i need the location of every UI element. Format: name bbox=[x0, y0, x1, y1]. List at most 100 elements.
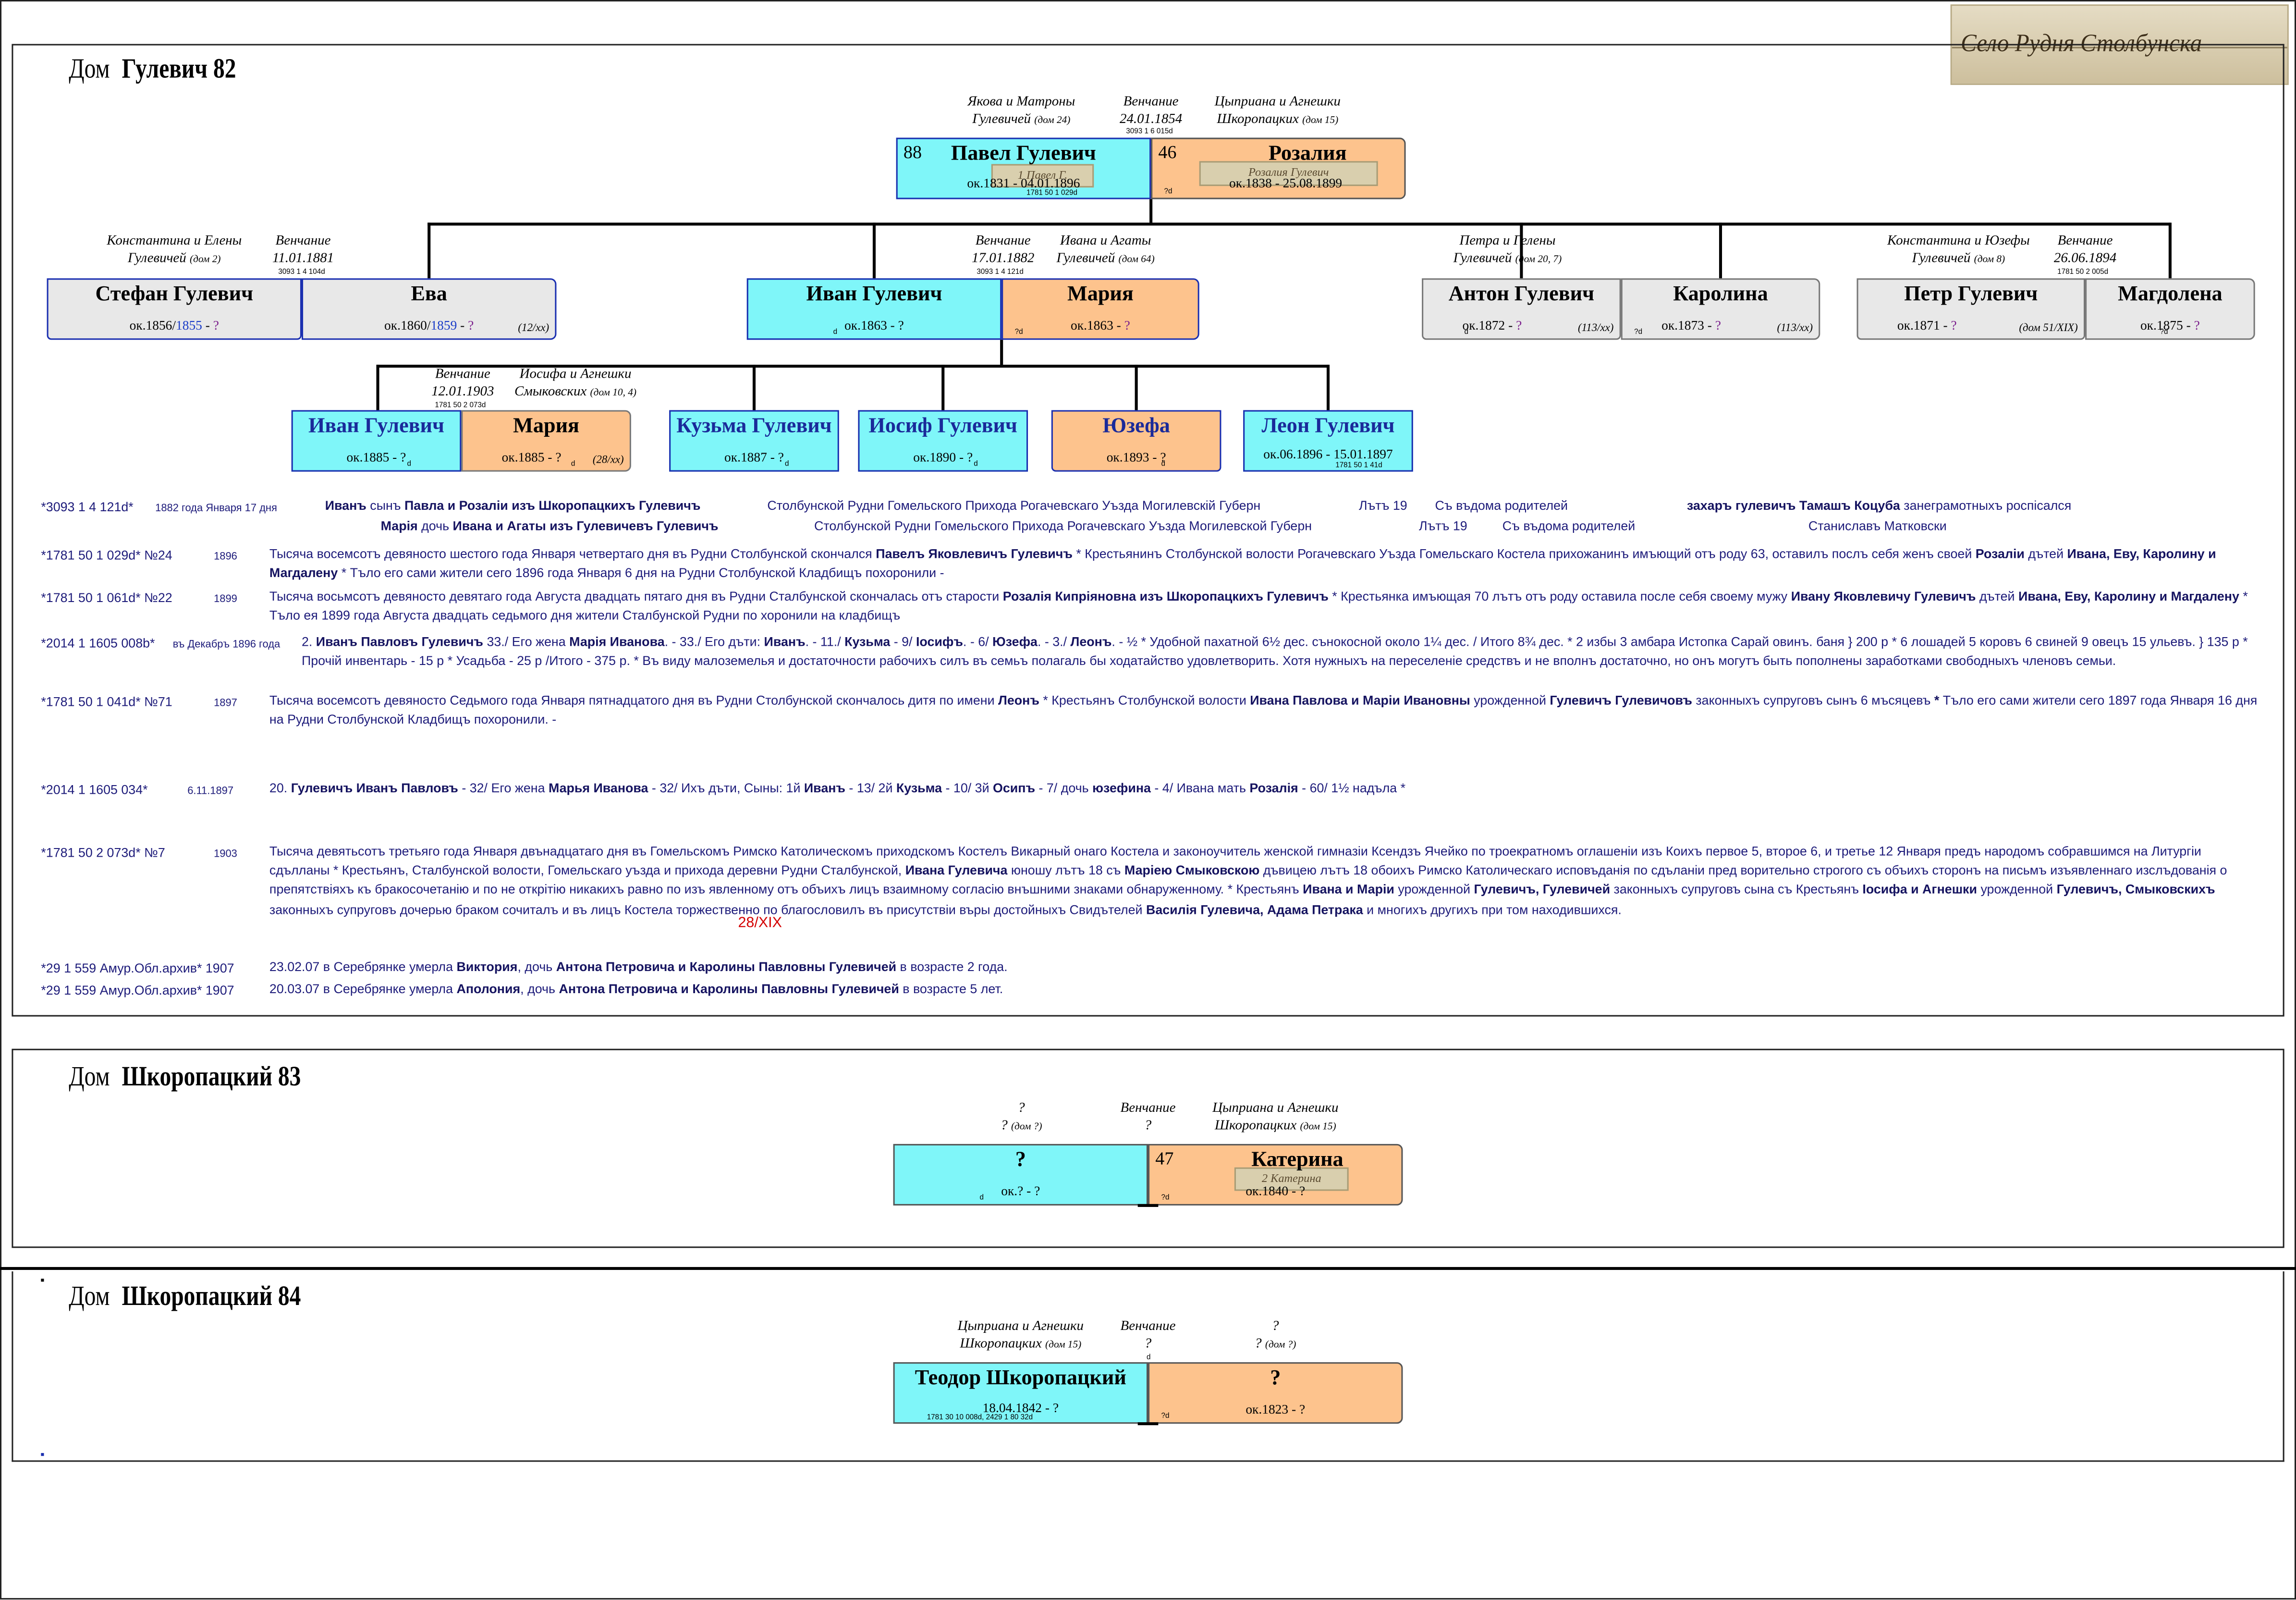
tree-line bbox=[427, 222, 430, 279]
wedding-ann: Венчание? bbox=[1120, 1101, 1176, 1133]
record-ref: *29 1 559 Амур.Обл.архив* 1907 bbox=[41, 960, 234, 976]
record-ref: *1781 50 1 029d* №24 bbox=[41, 548, 172, 563]
person-name: Иван Гулевич bbox=[806, 283, 942, 307]
person-dates: ок.1885 - ? bbox=[346, 449, 406, 465]
code-mark: d bbox=[979, 1194, 984, 1203]
record-text: Съ въдома родителей bbox=[1435, 498, 1568, 513]
code-mark: d bbox=[1146, 1353, 1151, 1363]
note: (28/xx) bbox=[592, 452, 624, 466]
ivan-wedding-ref: 3093 1 4 121d bbox=[977, 268, 1024, 277]
person-dates: 18.04.1842 - ? bbox=[982, 1400, 1059, 1415]
person-box-kuzma[interactable]: Кузьма Гулевич ок.1887 - ? d bbox=[669, 410, 839, 472]
house-label: Дом bbox=[69, 1281, 110, 1313]
person-box-husband-83[interactable]: ? ок.? - ? d bbox=[893, 1144, 1148, 1206]
person-box-petr[interactable]: Петр Гулевич ок.1871 - ? (дом 51/XIX) bbox=[1856, 278, 2086, 340]
archive-ref: 1781 50 1 029d bbox=[1026, 189, 1077, 198]
person-name: Петр Гулевич bbox=[1904, 283, 2038, 307]
person-box-ivan[interactable]: Иван Гулевич ок.1863 - ? d bbox=[746, 278, 1002, 340]
person-box-iosif[interactable]: Иосиф Гулевич ок.1890 - ? d bbox=[858, 410, 1028, 472]
person-dates: ок.1863 - ? bbox=[1071, 318, 1130, 333]
code-mark: ?d bbox=[1161, 1194, 1170, 1203]
person-name: Магдолена bbox=[2118, 283, 2223, 307]
archive-ref: 1781 30 10 008d, 2429 1 80 32d bbox=[927, 1413, 1033, 1423]
record-ref: *1781 50 1 061d* №22 bbox=[41, 590, 172, 605]
record-text: Лътъ 19 bbox=[1418, 518, 1467, 533]
record-year: 1896 bbox=[214, 549, 237, 563]
person-name: Кузьма Гулевич bbox=[676, 414, 832, 438]
person-box-leon[interactable]: Леон Гулевич ок.06.1896 - 15.01.1897 178… bbox=[1243, 410, 1413, 472]
archive-ref: 1781 50 1 41d bbox=[1335, 461, 1382, 470]
record-text: 2. Иванъ Павловъ Гулевичъ 33./ Его жена … bbox=[301, 634, 2248, 668]
person-name: Розалия bbox=[1269, 142, 1347, 166]
section-divider bbox=[0, 1267, 2296, 1269]
record-text: 23.02.07 в Серебрянке умерла Виктория, д… bbox=[269, 959, 1008, 974]
person-name: Мария bbox=[513, 414, 579, 438]
wedding-ann: Венчание? bbox=[1120, 1319, 1176, 1352]
person-box-katerina[interactable]: 47 2 Катерина Катерина ок.1840 - ? ?d bbox=[1148, 1144, 1403, 1206]
person-box-karolina[interactable]: Каролина ок.1873 - ? ?d (113/xx) bbox=[1621, 278, 1820, 340]
person-box-rozalia[interactable]: 46 Розалия Гулевич Розалия ок.1838 - 25.… bbox=[1151, 137, 1406, 199]
record-text: Тысяча девятьсотъ третьяго года Января д… bbox=[269, 843, 2227, 917]
tree-line bbox=[427, 222, 2170, 225]
person-box-anton[interactable]: Антон Гулевич ок.1872 - ? d (113/xx) bbox=[1422, 278, 1621, 340]
house-84-title: Дом Шкоропацкий 84 bbox=[69, 1281, 301, 1314]
person-box-maria2[interactable]: Мария ок.1885 - ? d (28/xx) bbox=[461, 410, 631, 472]
signature-image: Розалия Гулевич bbox=[1199, 161, 1378, 186]
code-mark: ?d bbox=[1161, 1412, 1170, 1421]
code-mark: ?d bbox=[1014, 328, 1023, 337]
person-box-stefan[interactable]: Стефан Гулевич ок.1856/1855 - ? bbox=[47, 278, 302, 340]
person-box-magdolena[interactable]: Магдолена ок.1875 - ? ?d bbox=[2085, 278, 2255, 340]
record-text: Лътъ 19 bbox=[1359, 498, 1407, 513]
person-dates: ок.1873 - ? bbox=[1661, 318, 1721, 333]
person-box-maria[interactable]: Мария ок.1863 - ? ?d bbox=[1001, 278, 1199, 340]
record-line: Иванъ сынъ Павла и Розаліи изъ Шкоропацк… bbox=[325, 498, 701, 513]
record-date: въ Декабръ 1896 года bbox=[172, 637, 281, 651]
house-name: Шкоропацкий 84 bbox=[122, 1281, 301, 1313]
record-text: Столбунской Рудни Гомельского Прихода Ро… bbox=[767, 498, 1261, 513]
person-dates: ок.1872 - ? bbox=[1462, 318, 1522, 333]
person-box-wife-84[interactable]: ? ок.1823 - ? ?d bbox=[1148, 1362, 1403, 1424]
record-text: Тысяча восемсотъ девяносто Седьмого года… bbox=[269, 692, 2258, 727]
person-name: Теодор Шкоропацкий bbox=[915, 1366, 1126, 1391]
tree-line bbox=[1137, 1422, 1159, 1426]
signature-image: 2 Катерина bbox=[1234, 1167, 1349, 1191]
person-dates: ок.1875 - ? bbox=[2140, 318, 2200, 333]
red-mark: 28/XIX bbox=[738, 915, 782, 932]
record-text: захаръ гулевичъ Тамашъ Коцуба занеграмот… bbox=[1686, 498, 2072, 513]
dot-mark bbox=[41, 1453, 44, 1456]
record-text: Тысяча восьмсотъ девяносто девятаго года… bbox=[269, 589, 2248, 623]
record-date: 1882 года Января 17 дня bbox=[155, 501, 277, 515]
tree-line bbox=[1149, 199, 1152, 223]
person-name: Стефан Гулевич bbox=[95, 283, 254, 307]
house-label: Дом bbox=[69, 1062, 110, 1093]
person-dates: ок.1885 - ? bbox=[501, 449, 562, 465]
tree-line bbox=[1135, 365, 1137, 410]
person-box-eva[interactable]: Ева ок.1860/1859 - ? (12/xx) bbox=[301, 278, 557, 340]
person-dates: ок.1838 - 25.08.1899 bbox=[1229, 175, 1343, 191]
code-mark: d bbox=[571, 460, 575, 469]
person-name: Ева bbox=[411, 283, 447, 307]
code-mark: d bbox=[1161, 460, 1165, 469]
person-dates: ок.1890 - ? bbox=[913, 449, 973, 465]
record-ref: *1781 50 1 041d* №71 bbox=[41, 694, 172, 709]
note: (113/xx) bbox=[1577, 320, 1614, 334]
person-box-yuzefa[interactable]: Юзефа ок.1893 - ? d bbox=[1051, 410, 1221, 472]
record-text: 20. Гулевичъ Иванъ Павловъ - 32/ Его жен… bbox=[269, 780, 1406, 796]
person-number: 46 bbox=[1158, 142, 1177, 163]
tree-line bbox=[1520, 222, 1522, 279]
record-date: 6.11.1897 bbox=[187, 783, 234, 797]
person-box-ivan2[interactable]: Иван Гулевич ок.1885 - ? d bbox=[291, 410, 462, 472]
record-year: 1903 bbox=[214, 847, 237, 860]
record-text: Тысяча восемсотъ девяносто шестого года … bbox=[269, 546, 2216, 580]
person-box-teodor[interactable]: Теодор Шкоропацкий 18.04.1842 - ? 1781 3… bbox=[893, 1362, 1148, 1424]
person-name: Юзефа bbox=[1102, 414, 1170, 438]
tree-line bbox=[376, 365, 1328, 367]
person-box-pavel[interactable]: 88 1 Павел Г. Павел Гулевич ок.1831 - 04… bbox=[896, 137, 1151, 199]
